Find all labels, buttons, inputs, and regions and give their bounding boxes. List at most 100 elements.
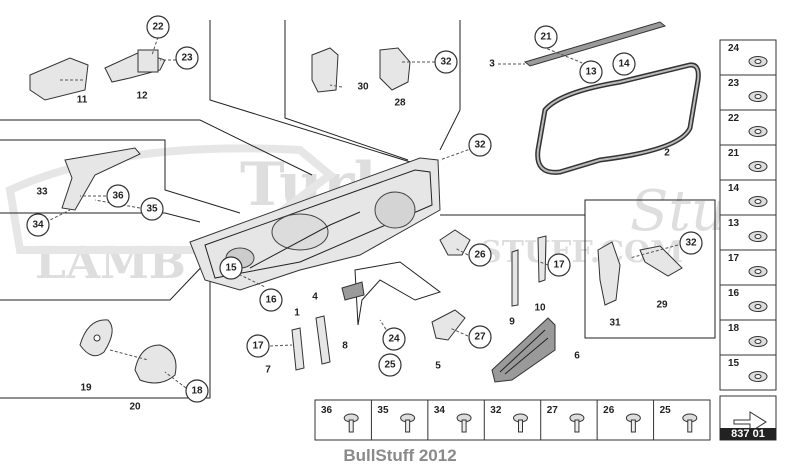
callout-13-label: 13 <box>585 67 597 78</box>
legend-right-item-22: 22 <box>720 109 776 137</box>
callout-21-label: 21 <box>540 32 552 43</box>
window-regulator <box>341 229 471 326</box>
frame-line-top-inner <box>284 20 409 161</box>
callout-22: 22 <box>146 15 170 39</box>
callout-14: 14 <box>612 52 636 76</box>
legend-right-item-16: 16 <box>720 284 776 312</box>
mirror-group <box>79 319 177 384</box>
watermark-car-outline <box>5 144 337 254</box>
legend-right-number: 15 <box>728 358 740 369</box>
page-number: 837 01 <box>731 428 765 440</box>
frame-line-left-mid <box>0 212 201 223</box>
legend-bottom-item-26: 26 <box>596 400 641 440</box>
label-3: 3 <box>489 59 495 70</box>
callout-23: 23 <box>175 46 199 70</box>
callout-32-right: 32 <box>679 231 703 255</box>
callout-24-main-label: 24 <box>388 334 400 345</box>
latch-group <box>311 47 411 93</box>
callout-26-main-label: 26 <box>474 250 486 261</box>
frame-line-left-top <box>0 139 241 214</box>
legend-bottom-number: 32 <box>490 405 502 416</box>
callout-27-main: 27 <box>468 325 492 349</box>
label-7-text: 7 <box>265 365 271 376</box>
callout-17-rail: 17 <box>547 253 571 277</box>
label-1: 1 <box>294 308 300 319</box>
callout-16-main-label: 16 <box>265 295 277 306</box>
callout-17-lower-label: 17 <box>252 341 264 352</box>
legend-bottom-item-36: 36 <box>321 405 359 433</box>
legend-right-item-15: 15 <box>720 354 776 382</box>
callout-15-main: 15 <box>219 256 243 280</box>
legend-right-item-17: 17 <box>720 249 776 277</box>
label-9: 9 <box>509 317 515 328</box>
legend-right-item-23: 23 <box>720 74 776 102</box>
label-19-text: 19 <box>80 383 92 394</box>
frame-line-top-right <box>439 20 461 151</box>
door-seal <box>535 62 701 175</box>
legend-right-item-13: 13 <box>720 214 776 242</box>
legend-right-number: 13 <box>728 218 740 229</box>
page-badge-bar <box>720 428 776 440</box>
label-5-text: 5 <box>435 361 441 372</box>
callout-26-main: 26 <box>468 243 492 267</box>
legend-bottom-number: 34 <box>434 405 446 416</box>
label-28-text: 28 <box>394 98 406 109</box>
legend-right-number: 23 <box>728 78 740 89</box>
label-6-text: 6 <box>574 351 580 362</box>
label-31: 31 <box>609 318 621 329</box>
label-29-text: 29 <box>656 300 668 311</box>
window-rails <box>291 235 547 371</box>
image-caption: BullStuff 2012 <box>343 446 457 465</box>
label-30: 30 <box>357 82 369 93</box>
label-33: 33 <box>36 187 48 198</box>
bracket-group <box>597 241 683 306</box>
callout-17-rail-label: 17 <box>553 260 565 271</box>
label-19: 19 <box>80 383 92 394</box>
callout-21: 21 <box>534 25 558 49</box>
legend-right-number: 24 <box>728 43 740 54</box>
label-11-text: 11 <box>77 95 88 106</box>
legend-right-number: 14 <box>728 183 740 194</box>
callout-32-top: 32 <box>434 50 458 74</box>
callout-23-label: 23 <box>181 53 193 64</box>
legend-right-number: 22 <box>728 113 740 124</box>
label-1-text: 1 <box>294 308 300 319</box>
page-badge: 837 01 <box>719 395 777 441</box>
watermark-brand-left: LAMB <box>35 238 186 289</box>
callout-13: 13 <box>579 60 603 84</box>
label-2-text: 2 <box>664 148 670 159</box>
label-4-text: 4 <box>312 292 318 303</box>
callout-32-right-label: 32 <box>685 238 697 249</box>
legend-bottom-item-32: 32 <box>483 400 528 440</box>
label-10: 10 <box>534 303 546 314</box>
callout-14-label: 14 <box>618 59 630 70</box>
label-28: 28 <box>394 98 406 109</box>
callout-24-main: 24 <box>382 327 406 351</box>
callout-25-main: 25 <box>378 353 402 377</box>
label-4: 4 <box>312 292 318 303</box>
callout-27-main-label: 27 <box>474 332 486 343</box>
callout-36-label: 36 <box>112 191 124 202</box>
legend-bottom-item-34: 34 <box>427 400 472 440</box>
legend-right-item-14: 14 <box>720 179 776 207</box>
frame-box-right <box>440 199 716 339</box>
callout-22-label: 22 <box>152 22 164 33</box>
label-30-text: 30 <box>357 82 369 93</box>
callout-18-main: 18 <box>185 379 209 403</box>
label-33-text: 33 <box>36 187 48 198</box>
legend-right-item-24: 24 <box>728 43 768 67</box>
label-12-text: 12 <box>136 91 148 102</box>
label-7: 7 <box>265 365 271 376</box>
legend-bottom-number: 35 <box>377 405 389 416</box>
legend-right-number: 16 <box>728 288 740 299</box>
label-9-text: 9 <box>509 317 515 328</box>
callout-32-mid-label: 32 <box>474 140 486 151</box>
label-20: 20 <box>129 402 141 413</box>
label-8-text: 8 <box>342 341 348 352</box>
frame-line-top-left <box>209 20 421 166</box>
label-12: 12 <box>136 91 148 102</box>
legend-right-number: 18 <box>728 323 740 334</box>
callout-17-lower: 17 <box>246 334 270 358</box>
door-pocket-trim <box>491 317 556 383</box>
